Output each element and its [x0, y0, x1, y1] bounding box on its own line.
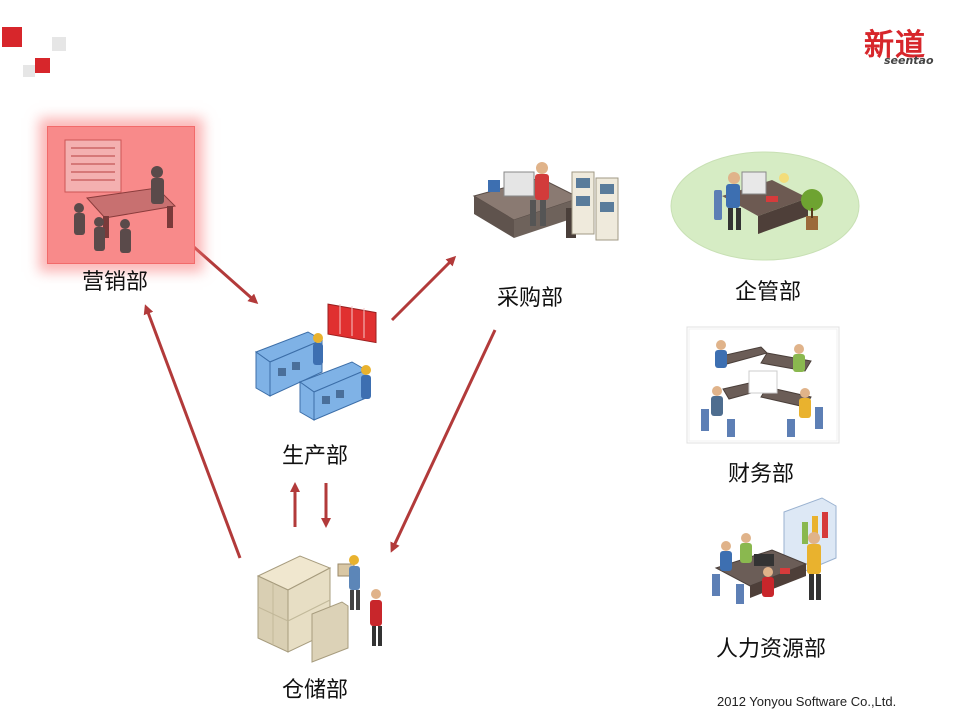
hr-icon	[712, 497, 837, 604]
production-icon	[254, 303, 377, 421]
seentao-logo-subtitle: seentao	[884, 54, 934, 67]
corner-square-grey-1	[52, 37, 66, 51]
copyright-footer: 2012 Yonyou Software Co.,Ltd.	[717, 694, 897, 709]
hr-label: 人力资源部	[716, 637, 827, 662]
arrow-procurement-to-warehouse	[390, 329, 497, 553]
arrow-production-to-procurement	[390, 255, 457, 322]
production-label: 生产部	[282, 444, 349, 469]
management-icon	[670, 151, 860, 261]
procurement-icon	[472, 162, 619, 241]
marketing-label: 营销部	[82, 270, 149, 295]
marketing-office-icon	[64, 139, 177, 253]
procurement-label: 采购部	[497, 286, 564, 311]
finance-label: 财务部	[728, 462, 795, 487]
corner-square-red-1	[2, 27, 22, 47]
arrow-warehouse-to-marketing	[143, 304, 242, 559]
finance-icon	[686, 326, 840, 444]
corner-square-red-2	[35, 58, 50, 73]
seentao-logo: 新道	[864, 28, 926, 63]
warehouse-label: 仓储部	[282, 678, 349, 703]
warehouse-icon	[256, 555, 382, 663]
arrow-marketing-to-production	[185, 238, 259, 304]
corner-square-grey-2	[23, 65, 35, 77]
management-label: 企管部	[735, 280, 802, 305]
